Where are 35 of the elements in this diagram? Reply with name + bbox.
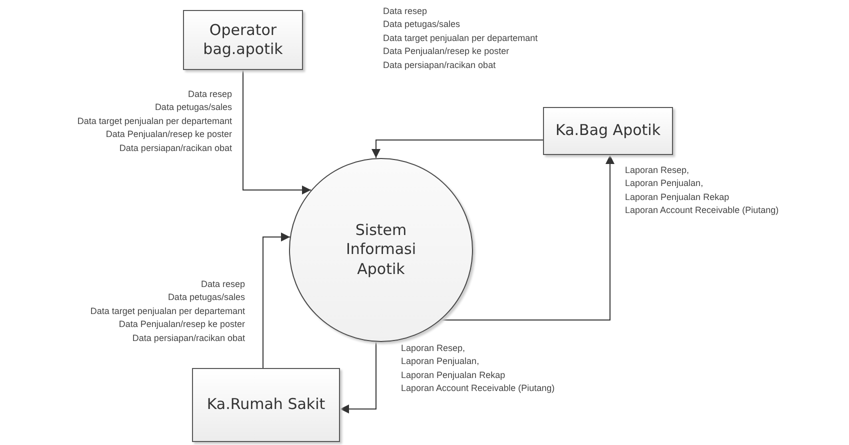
flow-label: Laporan Account Receivable (Piutang) bbox=[625, 204, 779, 218]
flow-label: Data persiapan/racikan obat bbox=[383, 58, 496, 72]
flow-label: Data persiapan/racikan obat bbox=[119, 142, 232, 155]
flow-label: Laporan Penjualan, bbox=[625, 177, 704, 190]
entity-box bbox=[543, 107, 673, 155]
flow-label: Data persiapan/racikan obat bbox=[132, 332, 245, 345]
flow-label: Data resep bbox=[200, 278, 245, 291]
node-label: Sistem Informasi Apotik bbox=[344, 220, 418, 280]
arrow bbox=[262, 232, 290, 368]
entity-box bbox=[183, 10, 303, 70]
node-label: Ka.Rumah Sakit bbox=[206, 395, 326, 415]
flow-label: Laporan Penjualan Rekap bbox=[401, 368, 506, 382]
flow-label: Data resep bbox=[383, 5, 428, 18]
node-label: Ka.Bag Apotik bbox=[556, 121, 660, 141]
flow-label: Data petugas/sales bbox=[154, 101, 232, 114]
flow-label: Data target penjualan per departemant bbox=[77, 114, 232, 128]
flow-label: Data petugas/sales bbox=[383, 18, 460, 32]
flow-label: Data target penjualan per departemant bbox=[383, 32, 538, 45]
flow-label: Laporan Account Receivable (Piutang) bbox=[401, 382, 555, 396]
flow-label: Data target penjualan per departemant bbox=[90, 304, 245, 318]
flow-label: Laporan Penjualan, bbox=[401, 355, 480, 368]
flow-label: Laporan Penjualan Rekap bbox=[625, 190, 730, 204]
entity-box bbox=[192, 368, 340, 442]
flow-label: Data resep bbox=[188, 88, 232, 101]
arrow bbox=[340, 342, 376, 414]
arrow bbox=[372, 140, 544, 158]
flow-label: Data petugas/sales bbox=[168, 291, 245, 304]
node-label: Operator bag.apotik bbox=[202, 20, 284, 60]
arrow bbox=[242, 70, 312, 194]
flow-label: Data Penjualan/resep ke poster bbox=[118, 318, 245, 332]
flow-label: Laporan Resep, bbox=[625, 164, 690, 177]
flow-label: Data Penjualan/resep ke poster bbox=[106, 128, 232, 142]
arrow bbox=[440, 154, 614, 320]
flow-label: Laporan Resep, bbox=[401, 342, 466, 355]
flow-label: Data Penjualan/resep ke poster bbox=[383, 45, 510, 58]
